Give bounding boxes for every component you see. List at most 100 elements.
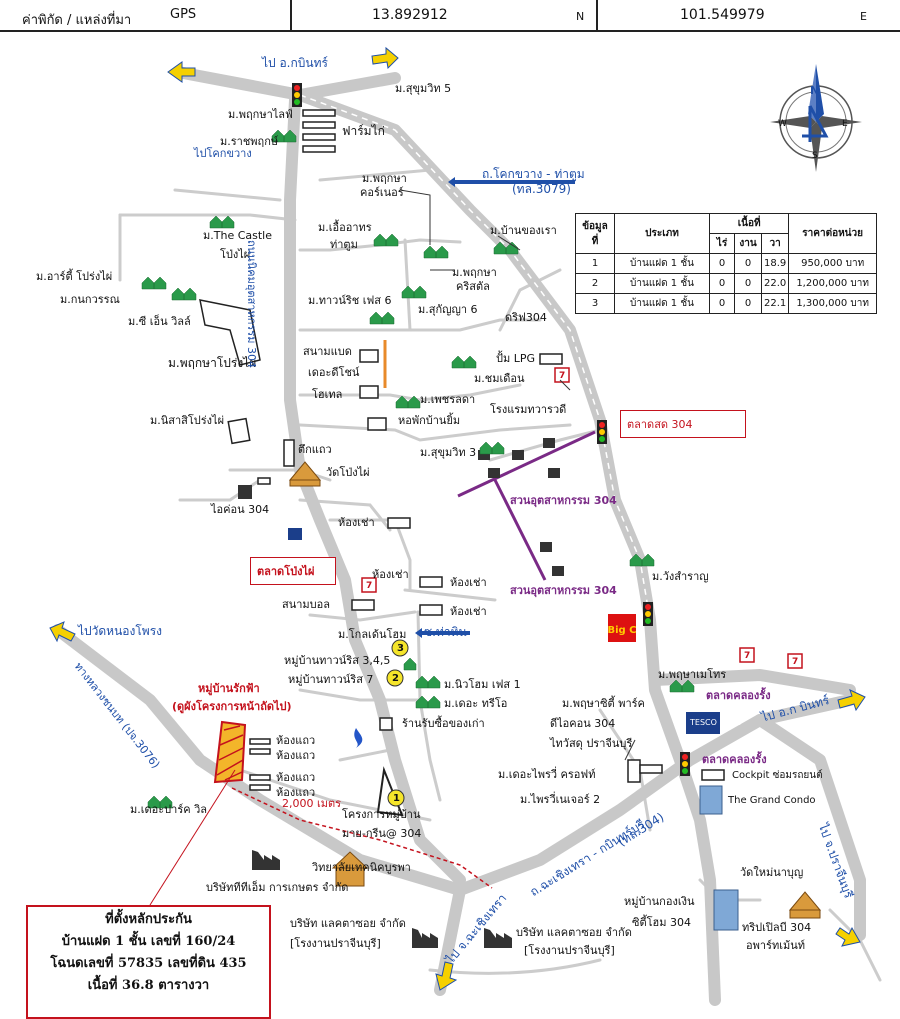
label-privacy2: ม.ไพรวี่เนเจอร์ 2 xyxy=(520,793,601,806)
th-no: ข้อมูล ที่ xyxy=(575,213,615,254)
label-dvarawadi: โรงแรมทวารวดี xyxy=(490,403,567,416)
longitude-suffix: E xyxy=(860,10,867,23)
label-row-house3: ห้องแถว xyxy=(276,771,316,784)
label-soi-tha-hin: ซ.ท่าหิน xyxy=(424,625,467,639)
label-suan-ut-1: สวนอุตสาหกรรม 304 xyxy=(510,494,617,507)
cell-wa: 18.9 xyxy=(760,253,790,274)
traffic-lights xyxy=(292,83,690,776)
cell-no: 3 xyxy=(575,293,615,314)
tesco-lotus-small-logo xyxy=(288,528,302,540)
label-town-ritch345: หมู่บ้านทาวน์ริส 3,4,5 xyxy=(284,654,391,667)
label-khlong-rang-2: ตลาดคลองรั้ง xyxy=(702,753,767,766)
tesco-lotus-logo xyxy=(686,712,720,734)
collateral-info-box: ที่ตั้งหลักประกัน บ้านแฝด 1 ชั้น เลขที่ … xyxy=(26,905,271,1019)
th-area: เนื้อที่ xyxy=(708,213,790,234)
label-lac-company: บริษัท แลคตาซอย จำกัด xyxy=(290,917,406,930)
label-project-name: หมู่บ้านรักฟ้า xyxy=(198,682,260,695)
traffic-light-icon xyxy=(680,752,690,776)
label-hong-chao1: ห้องเช่า xyxy=(338,516,375,529)
latitude-cell: 13.892912 N xyxy=(290,0,598,30)
factory-icon xyxy=(484,928,512,948)
label-sukhumvit5: ม.สุขุมวิท 5 xyxy=(395,82,452,95)
label-kanok: ม.กนกวรรณ xyxy=(60,293,120,306)
compass-rose-icon xyxy=(770,64,862,172)
label-sukhumvit3: ม.สุขุมวิท 3 xyxy=(420,446,477,459)
label-project-note: (ดูผังโครงการหน้าถัดไป) xyxy=(172,700,292,713)
seven-eleven-label: 7 xyxy=(744,651,751,661)
label-tha-tum: ท่าตูม xyxy=(330,238,358,251)
label-thaiwatsadu: ไทวัสดุ ปราจีนบุรี xyxy=(550,737,633,750)
seven-eleven-icon xyxy=(361,577,377,593)
pin-2: 2 xyxy=(392,673,399,684)
label-may-green: มาย-กรีน@ 304 xyxy=(342,827,422,840)
longitude-cell: 101.549979 E xyxy=(596,0,900,30)
price-table: ข้อมูล ที่ ประเภท เนื้อที่ ราคาต่อหน่วย … xyxy=(575,213,877,314)
label-petch-lada: ม.เพชรลดา xyxy=(420,393,476,406)
label-suan-ut-2: สวนอุตสาหกรรม 304 xyxy=(510,584,617,597)
label-college: วิทยาลัยเทคนิคบูรพา xyxy=(312,861,411,874)
big-c-logo xyxy=(608,614,636,642)
table-row: 3 บ้านแฝด 1 ชั้น 0 0 22.1 1,300,000 บาท xyxy=(575,293,877,314)
label-the-privacy: ม.เดอะไพรวี่ ครอฟท์ xyxy=(498,768,596,781)
th-wa: วา xyxy=(760,233,790,254)
label-hotel: โฮเทล xyxy=(312,388,343,401)
label-hor-pak: หอพักบ้านยิ้ม xyxy=(398,414,461,427)
th-price: ราคาต่อหน่วย xyxy=(788,213,877,254)
label-corner: คอร์เนอร์ xyxy=(360,186,404,199)
label-apartment: อพาร์ทเม้นท์ xyxy=(746,939,805,952)
label-lac-factory2: [โรงงานปราจีนบุรี] xyxy=(524,944,615,957)
cell-ngan: 0 xyxy=(734,253,762,274)
label-nisasi: ม.นิสาสิโปร่งไผ่ xyxy=(150,414,225,427)
label-row-house1: ห้องแถว xyxy=(276,734,316,747)
label-ut-road: ถนนนิคมอุตสาหกรรม 304 xyxy=(245,240,258,368)
arrow-left-tha-hin xyxy=(415,628,470,638)
longitude-value: 101.549979 xyxy=(680,7,765,23)
direction-arrows xyxy=(49,46,866,991)
label-hong-chao3: ห้องเช่า xyxy=(450,576,487,589)
label-d-icon: ดีไอคอน 304 xyxy=(550,717,616,730)
label-project-may: โครงการหมู่บ้าน xyxy=(342,808,421,821)
label-hong-chao4: ห้องเช่า xyxy=(450,605,487,618)
label-wang-samran: ม.วังสำราญ xyxy=(652,570,709,583)
arrow-kabin-right xyxy=(837,689,866,712)
coord-source-cell: ค่าพิกัด / แหล่งที่มา GPS xyxy=(0,0,292,30)
arrow-prachin xyxy=(835,926,861,947)
label-ban-khong-rao: ม.บ้านของเรา xyxy=(490,224,557,237)
label-tm-company: บริษัททีทีเอ็ม การเกษตร จำกัด xyxy=(206,881,349,894)
table-row: 2 บ้านแฝด 1 ชั้น 0 0 22.0 1,200,000 บาท xyxy=(575,273,877,294)
label-the-trio: ม.เดอะ ทรีโอ xyxy=(444,697,508,710)
cell-type: บ้านแฝด 1 ชั้น xyxy=(614,273,710,294)
latitude-suffix: N xyxy=(576,10,585,23)
factory-icons xyxy=(238,438,564,948)
gas-station-icon xyxy=(354,728,363,748)
label-tesco: TESCO Lotus xyxy=(690,718,742,727)
label-to-kabin-top: ไป อ.กบินทร์ xyxy=(262,56,328,70)
label-wat-pongpai: วัดโป่งไผ่ xyxy=(326,466,370,479)
compass-e: E xyxy=(842,119,848,129)
label-to-nong-phrong: ไปวัดหนองโพรง xyxy=(78,624,163,638)
pin-3: 3 xyxy=(397,643,404,654)
label-ratchaphruk: ม.ราชพฤกษ์ xyxy=(220,135,279,148)
label-the-park: ม.เดอะปาร์ค วิล xyxy=(130,803,208,816)
coord-source: GPS xyxy=(170,7,197,22)
leader-lines xyxy=(149,769,236,906)
label-khlong-rang-1: ตลาดคลองรั้ง xyxy=(706,689,771,702)
cell-price: 1,200,000 บาท xyxy=(788,273,877,294)
label-town-ritch6: ม.ทาวน์ริช เฟส 6 xyxy=(308,294,392,307)
seven-eleven-icon xyxy=(739,647,755,663)
label-town-ritch7: หมู่บ้านทาวน์ริส 7 xyxy=(288,673,374,686)
arrow-left-khok-khwang xyxy=(448,177,575,187)
traffic-light-icon xyxy=(597,420,607,444)
brand-marks: Big C xyxy=(288,367,803,748)
label-pruksa-metro: ม.พฤษาเมโทร xyxy=(658,668,727,681)
label-castle: ม.The Castle xyxy=(203,229,272,242)
label-new-home: ม.นิวโฮม เฟส 1 xyxy=(444,678,521,691)
arrow-cha-choeng xyxy=(435,961,458,991)
th-ngan: งาน xyxy=(734,233,762,254)
info-title: ที่ตั้งหลักประกัน xyxy=(105,912,192,927)
seven-eleven-icon xyxy=(787,653,803,669)
label-grand-condo: The Grand Condo xyxy=(728,795,816,806)
label-lac-factory: [โรงงานปราจีนบุรี] xyxy=(290,937,381,950)
cell-no: 1 xyxy=(575,253,615,274)
label-chom-duean: ม.ชมเดือน xyxy=(474,372,525,385)
